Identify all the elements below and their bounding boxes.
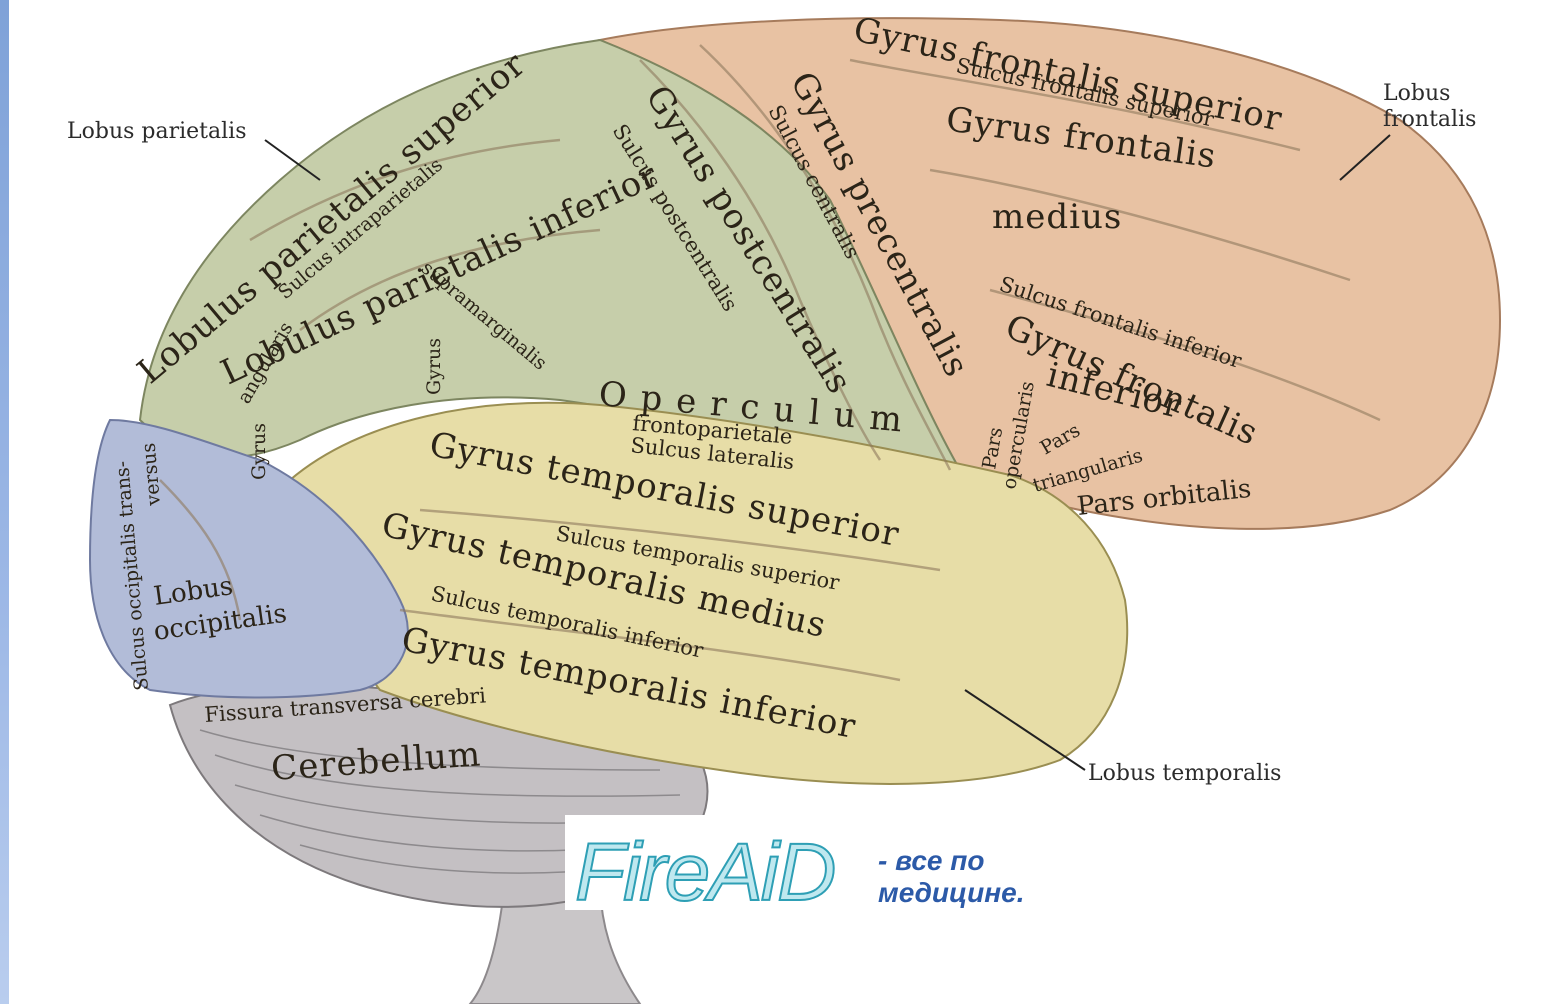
- label-gyrus-angularis-1: Gyrus: [248, 423, 270, 480]
- label-gyrus-frontalis-medius-2: medius: [992, 197, 1122, 237]
- label-lobus-parietalis: Lobus parietalis: [67, 119, 246, 144]
- label-lobus-frontalis-2: frontalis: [1383, 107, 1476, 132]
- watermark-tagline-2: медицине.: [878, 877, 1025, 908]
- label-lobus-frontalis-1: Lobus: [1383, 81, 1450, 106]
- watermark-tagline-1: - все по: [878, 845, 984, 876]
- fireaid-watermark: FireAiD - все по медицине.: [565, 815, 1080, 918]
- fireaid-logo-text: FireAiD: [575, 827, 834, 918]
- label-lobus-temporalis: Lobus temporalis: [1088, 761, 1281, 786]
- label-gyrus-supramarginalis-1: Gyrus: [423, 338, 445, 395]
